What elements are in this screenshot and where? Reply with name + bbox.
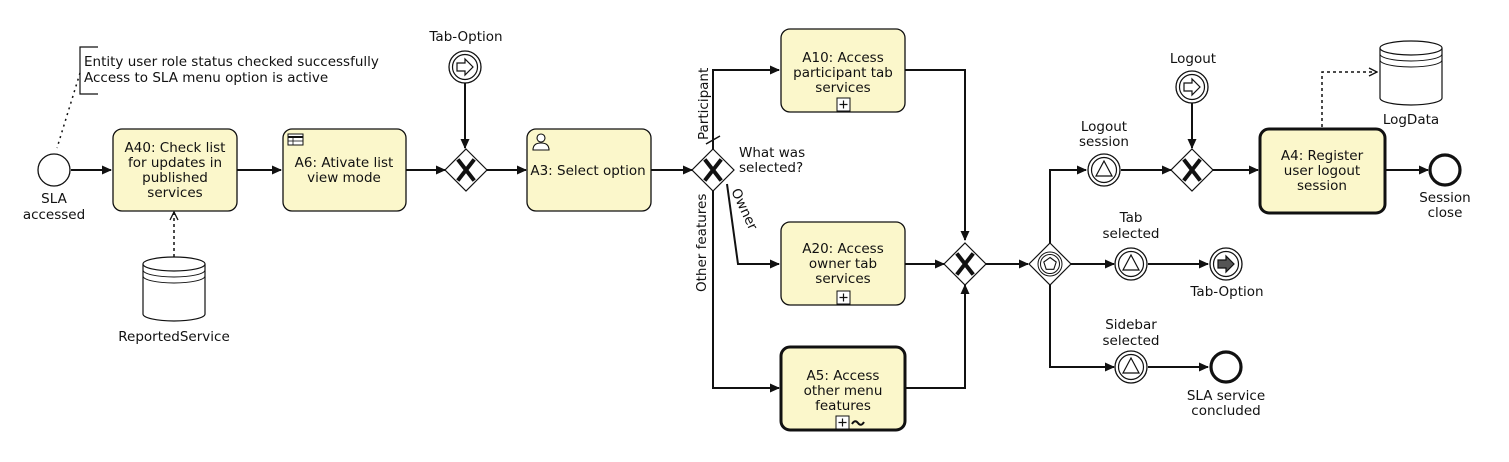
link-catch-event-logout[interactable] (1175, 70, 1209, 104)
logdata-association (1321, 72, 1377, 127)
flow-label-participant: Participant (696, 68, 712, 140)
task-a40[interactable]: A40: Check list for updates in published… (112, 128, 238, 212)
task-a10-line-1: A10: Access (802, 50, 883, 66)
default-flow-slash (705, 135, 721, 145)
datastore-logdata[interactable] (1379, 40, 1443, 106)
gateway-question-line-1: What was (739, 145, 805, 161)
end-session-close-label-2: close (1428, 205, 1463, 221)
link-throw-tab-option-label: Tab-Option (1189, 284, 1263, 300)
start-event-label-2: accessed (23, 207, 85, 223)
link-event-arrow-icon (1217, 254, 1235, 274)
signal-tab-label-1: Tab (1119, 210, 1143, 226)
signal-event-triangle-icon (1122, 253, 1140, 271)
task-a3[interactable]: A3: Select option (526, 128, 652, 212)
signal-event-triangle-icon (1095, 159, 1113, 177)
signal-tab-label-2: selected (1103, 226, 1160, 242)
subprocess-plus-icon (836, 97, 851, 112)
task-a40-line-2: for updates in (128, 155, 222, 171)
signal-catch-event-sidebar-selected[interactable] (1114, 350, 1148, 384)
flow-label-other-features: Other features (694, 194, 710, 292)
datastore-logdata-label: LogData (1383, 112, 1439, 128)
signal-event-triangle-icon (1122, 356, 1140, 374)
signal-logout-label-1: Logout (1081, 119, 1127, 135)
task-a20-line-2: owner tab (809, 256, 877, 272)
signal-catch-event-tab-selected[interactable] (1114, 247, 1148, 281)
task-a20-line-1: A20: Access (802, 241, 883, 257)
subprocess-plus-icon (836, 290, 851, 305)
task-a6-line-1: A6: Ativate list (295, 155, 394, 171)
annotation-line-1: Entity user role status checked successf… (84, 54, 379, 70)
task-a5-line-3: features (815, 398, 871, 414)
task-a10-line-2: participant tab (793, 65, 893, 81)
start-event-label-1: SLA (41, 191, 67, 207)
exclusive-gateway-merge[interactable] (943, 242, 987, 286)
adhoc-tilde-icon (851, 420, 865, 426)
signal-catch-event-logout-session[interactable] (1087, 153, 1121, 187)
task-a40-line-1: A40: Check list (125, 140, 226, 156)
link-throw-event-tab-option[interactable] (1209, 247, 1243, 281)
exclusive-gateway-x-icon (955, 252, 975, 276)
task-a6-line-2: view mode (307, 170, 381, 186)
exclusive-gateway-logout[interactable] (1170, 148, 1214, 192)
signal-logout-label-2: session (1079, 134, 1129, 150)
subprocess-a20[interactable]: A20: Access owner tab services (780, 221, 906, 306)
task-a5-line-2: other menu (804, 383, 883, 399)
datastore-reportedservice-label: ReportedService (118, 329, 230, 345)
link-event-tab-option-label: Tab-Option (428, 29, 502, 45)
sequence-flows (71, 65, 1429, 393)
link-catch-event-tab-option[interactable] (448, 50, 482, 84)
end-session-close-label-1: Session (1419, 190, 1471, 206)
task-a3-line-1: A3: Select option (530, 163, 645, 179)
user-task-icon (532, 133, 550, 151)
task-a4-line-1: A4: Register (1281, 148, 1364, 164)
table-icon (287, 133, 304, 146)
datastore-reportedservice[interactable] (142, 256, 206, 322)
end-sla-concluded-label-1: SLA service (1187, 388, 1265, 404)
task-a40-line-3: published (142, 170, 208, 186)
link-event-arrow-icon (456, 57, 474, 77)
link-event-arrow-icon (1183, 77, 1201, 97)
link-logout-label: Logout (1170, 51, 1216, 67)
end-sla-concluded-label-2: concluded (1191, 403, 1260, 419)
end-event-sla-concluded[interactable] (1209, 350, 1243, 384)
gateway-question-line-2: selected? (739, 160, 803, 176)
signal-sidebar-label-2: selected (1103, 333, 1160, 349)
annotation-line-2: Access to SLA menu option is active (84, 70, 328, 86)
task-a5-line-1: A5: Access (807, 368, 880, 384)
subprocess-plus-icon (835, 415, 850, 430)
exclusive-gateway-what-selected[interactable] (691, 148, 735, 192)
task-a10-line-3: services (815, 80, 870, 96)
end-event-session-close[interactable] (1428, 153, 1462, 187)
start-event-sla-accessed[interactable] (37, 153, 71, 187)
task-a20-line-3: services (815, 271, 870, 287)
task-a4-line-3: session (1297, 178, 1347, 194)
exclusive-gateway-x-icon (703, 158, 723, 182)
task-a40-line-4: services (147, 185, 202, 201)
annotation-association (56, 72, 81, 149)
subprocess-a5[interactable]: A5: Access other menu features (779, 345, 907, 432)
text-annotation: Entity user role status checked successf… (79, 46, 379, 95)
exclusive-gateway-x-icon (1182, 158, 1202, 182)
task-a6[interactable]: A6: Ativate list view mode (282, 128, 407, 212)
task-a4-line-2: user logout (1284, 163, 1360, 179)
event-based-gateway[interactable] (1028, 242, 1072, 286)
event-based-gateway-pentagon-icon (1043, 256, 1057, 270)
signal-sidebar-label-1: Sidebar (1105, 317, 1157, 333)
task-a4[interactable]: A4: Register user logout session (1258, 127, 1387, 215)
exclusive-gateway-x-icon (456, 158, 476, 182)
subprocess-a10[interactable]: A10: Access participant tab services (780, 28, 906, 113)
exclusive-gateway-1[interactable] (444, 148, 488, 192)
